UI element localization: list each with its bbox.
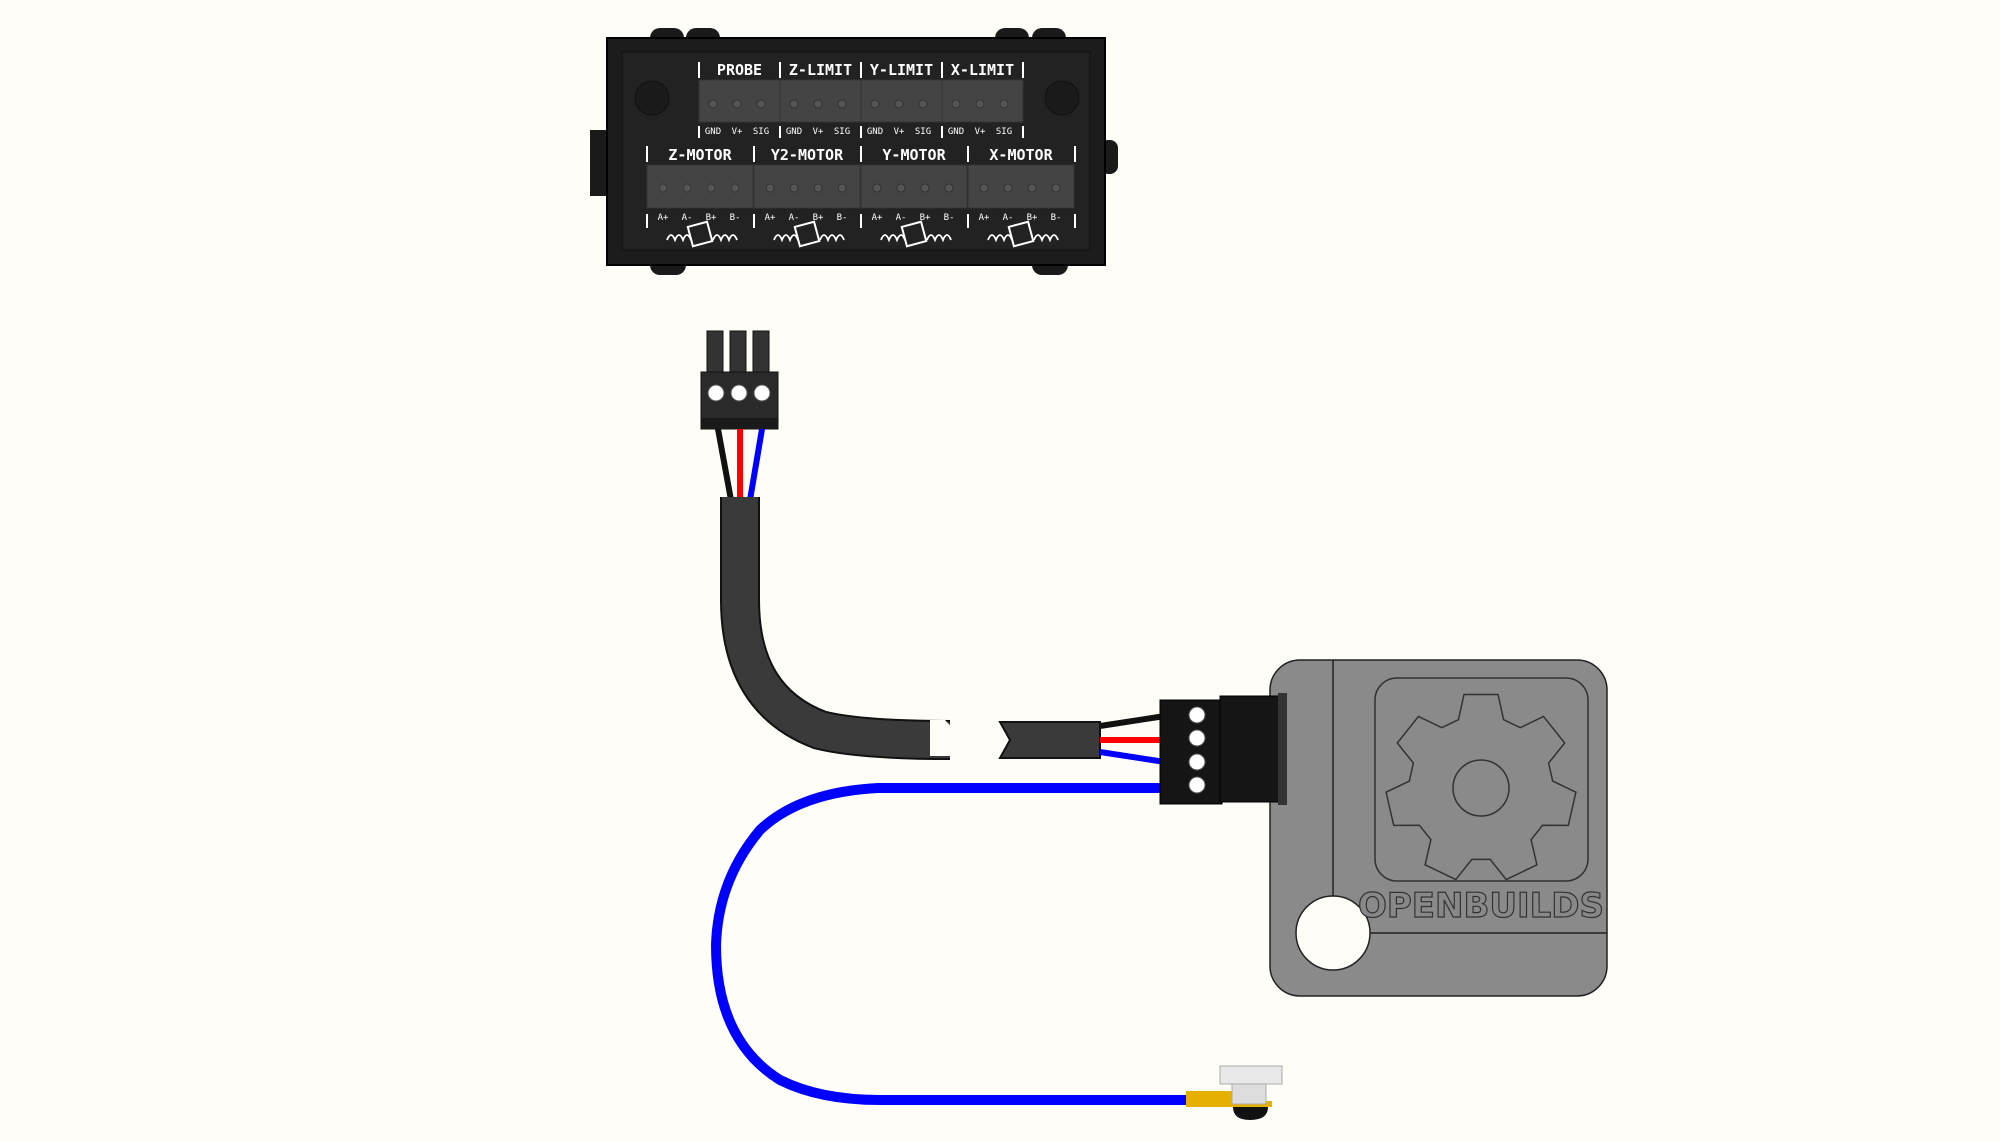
cable-jacket	[720, 497, 1101, 760]
pin-label: A-	[896, 213, 907, 223]
port-label: Y-MOTOR	[882, 146, 946, 164]
pin-label: GND	[705, 127, 721, 137]
pin-label: B-	[837, 213, 848, 223]
port-label: Y-LIMIT	[870, 61, 933, 79]
port-y-limit[interactable]: Y-LIMIT GND V+ SIG	[860, 61, 943, 138]
pin-label: A-	[682, 213, 693, 223]
pin-label: B-	[1051, 213, 1062, 223]
pin-label: A-	[1003, 213, 1014, 223]
pin-label: A+	[658, 213, 669, 223]
port-label: Z-LIMIT	[789, 61, 852, 79]
pin-label: V+	[813, 127, 824, 137]
pin-label: SIG	[915, 127, 931, 137]
stepper-motor-icon	[666, 220, 738, 248]
stepper-motor-icon	[773, 220, 845, 248]
port-x-limit[interactable]: X-LIMIT GND V+ SIG	[941, 61, 1024, 138]
pin-label: GND	[786, 127, 802, 137]
pin-label: GND	[948, 127, 964, 137]
port-z-motor[interactable]: Z-MOTOR A+ A- B+ B-	[646, 146, 754, 248]
cable-wires-top	[715, 428, 765, 501]
port-label: X-LIMIT	[951, 61, 1014, 79]
probe-clip	[1186, 1065, 1283, 1120]
pin-label: B+	[813, 213, 824, 223]
port-probe[interactable]: PROBE GND V+ SIG	[698, 61, 781, 138]
pin-label: SIG	[996, 127, 1012, 137]
port-label: PROBE	[717, 61, 762, 79]
port-x-motor[interactable]: X-MOTOR A+ A- B+ B-	[967, 146, 1075, 248]
stepper-motor-icon	[880, 220, 952, 248]
gear-logo-icon	[1385, 693, 1577, 881]
port-label: Z-MOTOR	[668, 146, 732, 164]
port-y2-motor[interactable]: Y2-MOTOR A+ A- B+ B-	[753, 146, 861, 248]
three-pin-connector	[700, 330, 779, 430]
plate-terminal-block	[1159, 693, 1287, 805]
pin-label: B+	[920, 213, 931, 223]
pin-label: V+	[975, 127, 986, 137]
pin-label: A-	[789, 213, 800, 223]
pin-label: B-	[944, 213, 955, 223]
cable-wires-bottom	[1099, 713, 1166, 765]
pin-label: GND	[867, 127, 883, 137]
port-label: X-MOTOR	[989, 146, 1053, 164]
pin-label: A+	[872, 213, 883, 223]
pin-label: B+	[706, 213, 717, 223]
port-label: Y2-MOTOR	[771, 146, 844, 164]
pin-label: SIG	[834, 127, 850, 137]
pin-label: V+	[894, 127, 905, 137]
controller-board: PROBE GND V+ SIG Z-LIMIT GND V+ SIG Y-LIMIT GND V+…	[590, 28, 1118, 275]
pin-label: A+	[979, 213, 990, 223]
probe-plate: OPENBUILDS	[1269, 659, 1608, 997]
clip-wire	[710, 783, 1186, 1105]
port-z-limit[interactable]: Z-LIMIT GND V+ SIG	[779, 61, 862, 138]
openbuilds-logo: OPENBUILDS	[1358, 886, 1604, 926]
pin-label: B+	[1027, 213, 1038, 223]
port-y-motor[interactable]: Y-MOTOR A+ A- B+ B-	[860, 146, 968, 248]
pin-label: B-	[730, 213, 741, 223]
stepper-motor-icon	[987, 220, 1059, 248]
pin-label: V+	[732, 127, 743, 137]
pin-label: SIG	[753, 127, 769, 137]
pin-label: A+	[765, 213, 776, 223]
